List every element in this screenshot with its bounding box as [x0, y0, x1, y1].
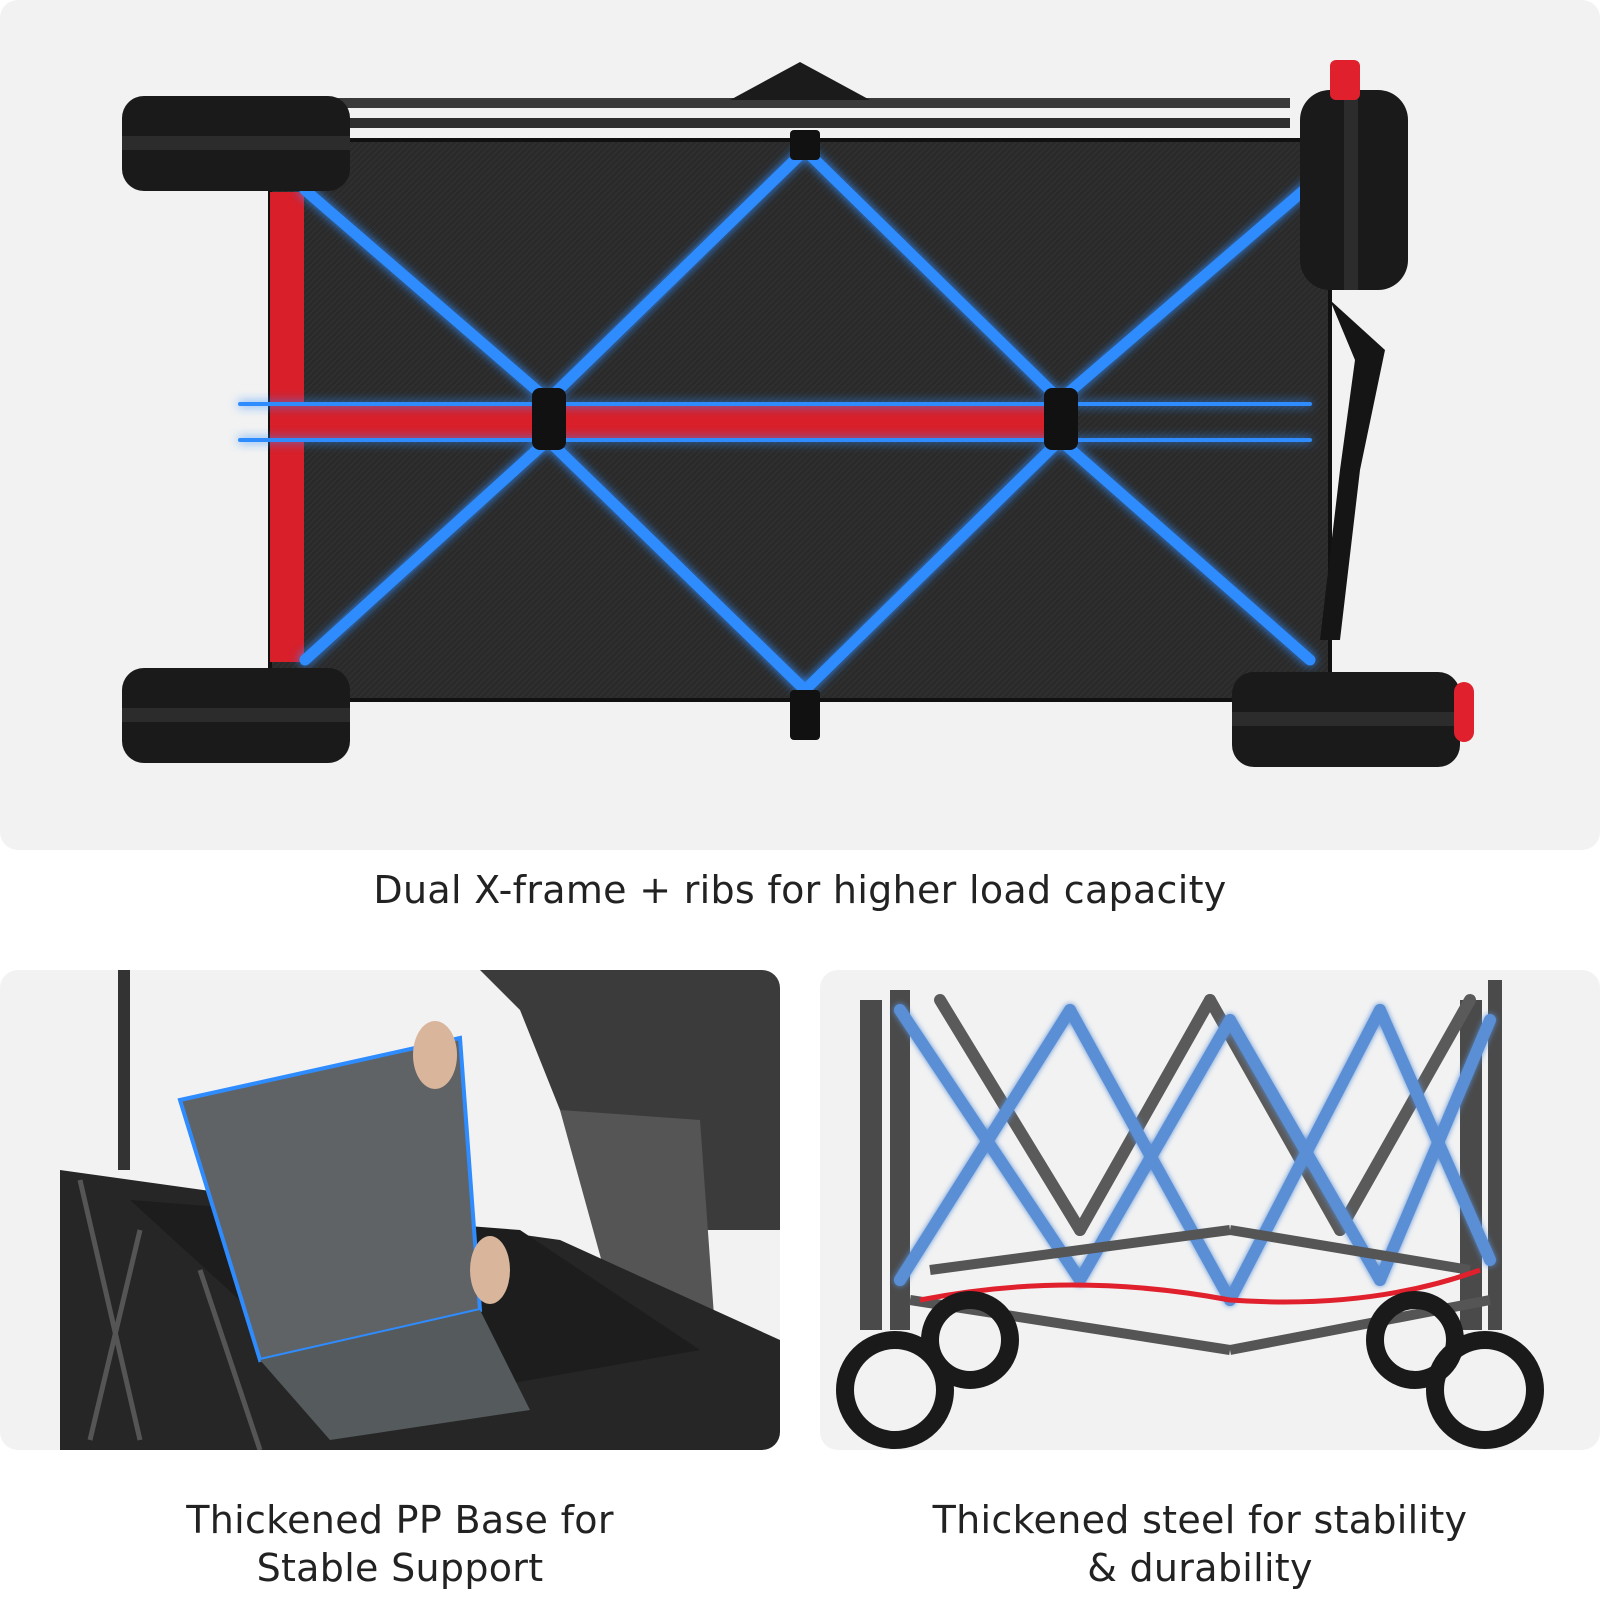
wheels [836, 1291, 1544, 1449]
side-frame [77, 1179, 263, 1450]
top-frame-rods [330, 62, 1290, 128]
wheel-top-left [122, 96, 350, 191]
blue-highlighted-scissor-bars [894, 1004, 1496, 1306]
pp-base-caption: Thickened PP Base for Stable Support [0, 1496, 800, 1592]
pp-base-board [177, 1035, 530, 1440]
corner-posts [860, 980, 1502, 1330]
steel-frame-illustration [836, 980, 1544, 1449]
steel-frame-caption: Thickened steel for stability & durabili… [800, 1496, 1600, 1592]
wheel-bottom-left [122, 668, 350, 763]
pp-base-image-panel [0, 970, 780, 1450]
steel-frame-image-panel [820, 970, 1600, 1450]
wagon-underside-illustration [122, 60, 1474, 767]
wheel-top-right [1300, 60, 1408, 290]
handle-pole [118, 970, 130, 1170]
handle-bracket [1320, 300, 1385, 640]
red-strap [919, 1267, 1481, 1305]
x-frame-image-panel [0, 0, 1600, 850]
pp-base-caption-line1: Thickened PP Base for [186, 1498, 614, 1542]
person-shirt [480, 970, 780, 1230]
pp-base-caption-line2: Stable Support [256, 1546, 544, 1590]
hand-top [413, 1021, 457, 1089]
base-frame [909, 1225, 1491, 1355]
x-frame-caption: Dual X-frame + ribs for higher load capa… [373, 868, 1227, 912]
red-straps [270, 192, 1050, 662]
steel-frame-caption-line2: & durability [1087, 1546, 1313, 1590]
steel-frame-caption-line1: Thickened steel for stability [932, 1498, 1468, 1542]
frame-joints [532, 130, 1078, 740]
hand-bottom [470, 1236, 510, 1304]
pp-base-illustration [60, 970, 780, 1450]
wheel-bottom-right [1232, 672, 1474, 767]
dual-x-frame-highlight [238, 144, 1316, 696]
wheel-icons [122, 60, 1474, 767]
